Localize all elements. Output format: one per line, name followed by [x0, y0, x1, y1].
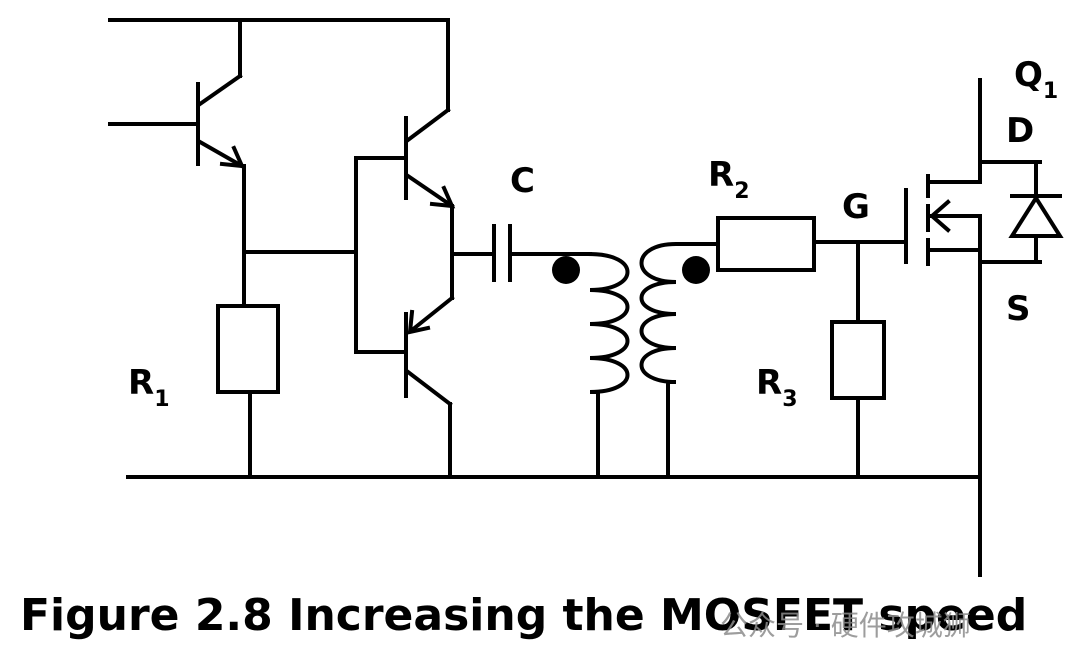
- body-diode: [1008, 160, 1064, 264]
- circuit-schematic: R1 C R2 G R3 Q1 D S: [108, 18, 1064, 577]
- capacitor-c: [492, 224, 512, 282]
- secondary-polarity-dot: [682, 256, 710, 284]
- push-pull-base-wire: [354, 156, 408, 354]
- input-npn-transistor: [196, 18, 246, 169]
- label-s: S: [1006, 289, 1031, 329]
- label-r1: R1: [128, 363, 170, 412]
- transformer-primary: [587, 251, 630, 479]
- label-r3: R3: [756, 363, 798, 412]
- label-c: C: [510, 161, 535, 201]
- label-g: G: [842, 187, 870, 227]
- label-r2: R2: [708, 155, 750, 204]
- figure-caption: Figure 2.8 Increasing the MOSFET speed: [20, 590, 1028, 641]
- lower-pnp-transistor: [404, 295, 455, 479]
- transformer-secondary: [639, 242, 718, 479]
- upper-npn-transistor: [404, 18, 456, 209]
- primary-polarity-dot: [552, 256, 580, 284]
- resistor-r2: [716, 216, 816, 272]
- resistor-r3: [830, 320, 886, 400]
- label-q1: Q1: [1014, 55, 1058, 104]
- mosfet-q1: [904, 78, 1042, 577]
- label-d: D: [1006, 111, 1034, 151]
- resistor-r1: [216, 304, 280, 394]
- watermark: 公众号 · 硬件攻城狮: [720, 609, 971, 642]
